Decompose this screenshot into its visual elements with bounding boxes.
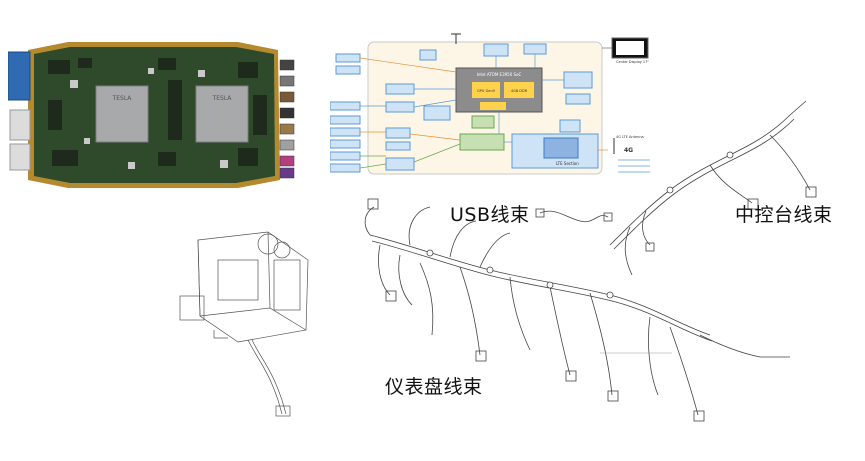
instrument-panel-harness-label: 仪表盘线束 bbox=[385, 376, 483, 398]
display-label: Center Display 17" bbox=[616, 60, 649, 64]
system-block-diagram: Intel ATOM E3950 SoC GPU Gen9 4GB DDR bbox=[329, 30, 660, 178]
lte-section-label: LTE Section bbox=[556, 161, 579, 166]
center-console-harness-label: 中控台线束 bbox=[735, 204, 833, 226]
chip-brand-left: TESLA bbox=[112, 95, 133, 102]
soc-mem: 4GB DDR bbox=[511, 89, 528, 93]
soc-gpu: GPU Gen9 bbox=[477, 89, 495, 93]
wiring-harness-drawing bbox=[350, 95, 850, 435]
soc-title: Intel ATOM E3950 SoC bbox=[477, 72, 522, 77]
lte-4g-mark: 4G bbox=[624, 147, 633, 154]
tesla-pcb-board: TESLA TESLA bbox=[7, 40, 308, 190]
control-unit-drawing bbox=[178, 220, 318, 420]
usb-harness-label: USB线束 bbox=[450, 204, 530, 226]
antenna-label: 4G LTE Antenna bbox=[616, 135, 644, 139]
chip-brand-right: TESLA bbox=[212, 95, 233, 102]
